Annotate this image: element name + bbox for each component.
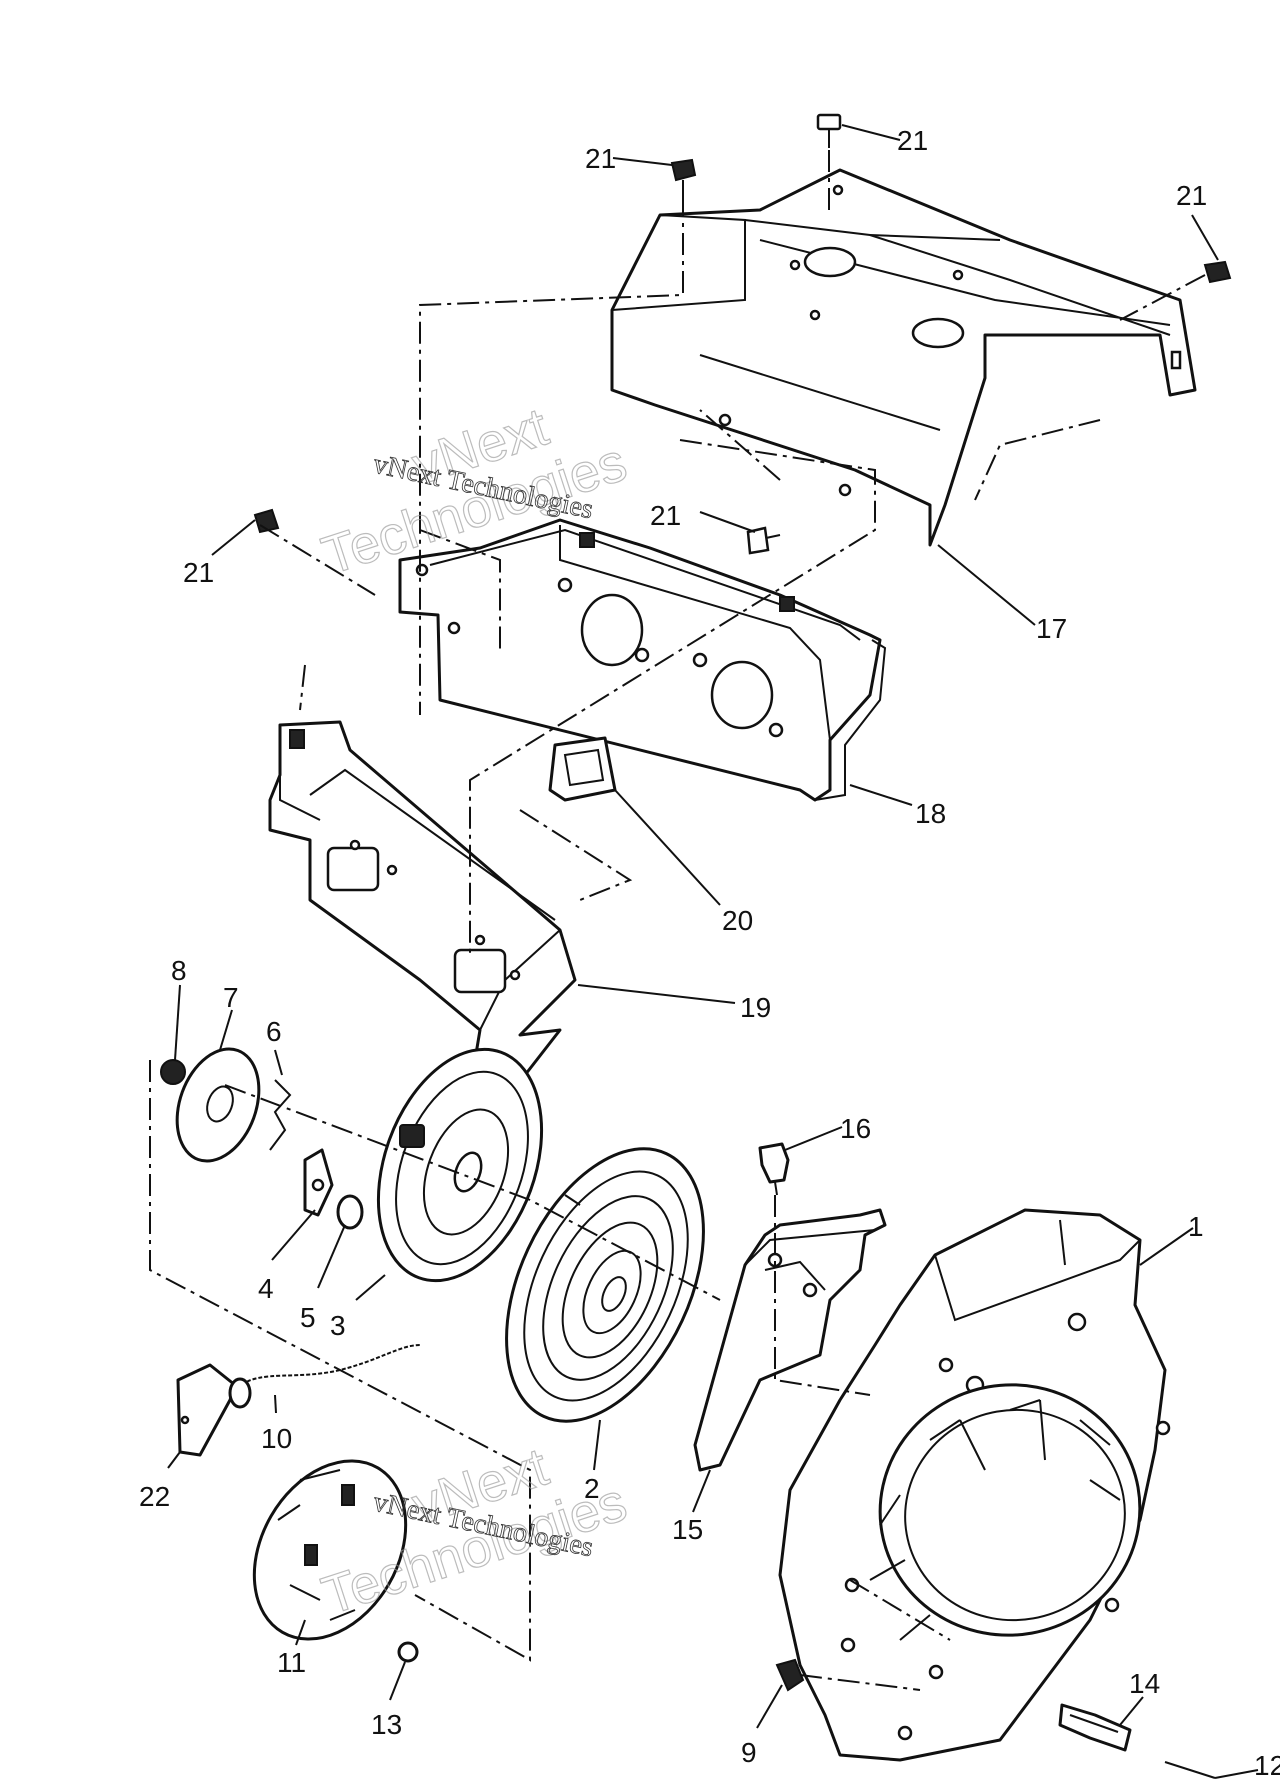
callout-7: 7 (223, 982, 239, 1013)
part-7-washer (175, 1047, 261, 1163)
callout-20: 20 (722, 905, 753, 936)
part-11-starter-cup (252, 1459, 408, 1641)
part-4-ratchet (303, 1148, 334, 1217)
part-8-nut (160, 1059, 186, 1085)
callout-14: 14 (1129, 1668, 1160, 1699)
callout-10: 10 (261, 1423, 292, 1454)
part-1-fan-housing (778, 1208, 1171, 1762)
callout-2: 2 (584, 1473, 600, 1504)
callout-4: 4 (258, 1273, 274, 1304)
callout-22: 22 (139, 1481, 170, 1512)
screw-21-d (746, 526, 781, 555)
assembly-lines (149, 150, 1206, 1691)
callout-15: 15 (672, 1514, 703, 1545)
part-10-starter-rope (241, 1344, 421, 1386)
part-17-top-shroud (610, 168, 1197, 547)
callout-21: 21 (585, 143, 616, 174)
callout-9: 9 (741, 1737, 757, 1768)
callout-13: 13 (371, 1709, 402, 1740)
callout-3: 3 (330, 1310, 346, 1341)
part-5-spring (336, 1194, 364, 1230)
part-2-recoil-spring (505, 1147, 705, 1423)
part-9-nut (775, 1658, 805, 1692)
part-19-lower-bracket (268, 720, 577, 1077)
part-15-bracket (693, 1208, 887, 1472)
screw-21-c (1203, 260, 1232, 284)
callout-18: 18 (915, 798, 946, 829)
leader-lines (167, 124, 1259, 1779)
callout-1: 1 (1188, 1211, 1204, 1242)
part-12-pin (1164, 1761, 1216, 1779)
callout-21: 21 (897, 125, 928, 156)
part-13-screw (397, 1641, 419, 1663)
part-6-spring-clip (269, 1079, 292, 1151)
callout-17: 17 (1036, 613, 1067, 644)
part-22-handle (176, 1363, 252, 1457)
callout-21: 21 (183, 557, 214, 588)
callout-8: 8 (171, 955, 187, 986)
callout-5: 5 (300, 1302, 316, 1333)
screw-21-b (816, 113, 842, 148)
callout-12: 12 (1254, 1750, 1280, 1781)
callout-21: 21 (1176, 180, 1207, 211)
callout-6: 6 (266, 1016, 282, 1047)
callout-21: 21 (650, 500, 681, 531)
callout-11: 11 (277, 1647, 306, 1678)
part-18-baffle-plate (398, 518, 887, 802)
callout-19: 19 (740, 992, 771, 1023)
part-16-bolt (758, 1142, 790, 1196)
part-14-grommet (1058, 1703, 1132, 1752)
part-3-pulley (376, 1047, 544, 1283)
part-20-gasket (548, 736, 617, 802)
screw-21-a (670, 158, 697, 195)
callout-16: 16 (840, 1113, 871, 1144)
callout-labels: 21 21 21 21 21 17 18 20 19 8 7 6 16 1 4 … (139, 125, 1280, 1781)
